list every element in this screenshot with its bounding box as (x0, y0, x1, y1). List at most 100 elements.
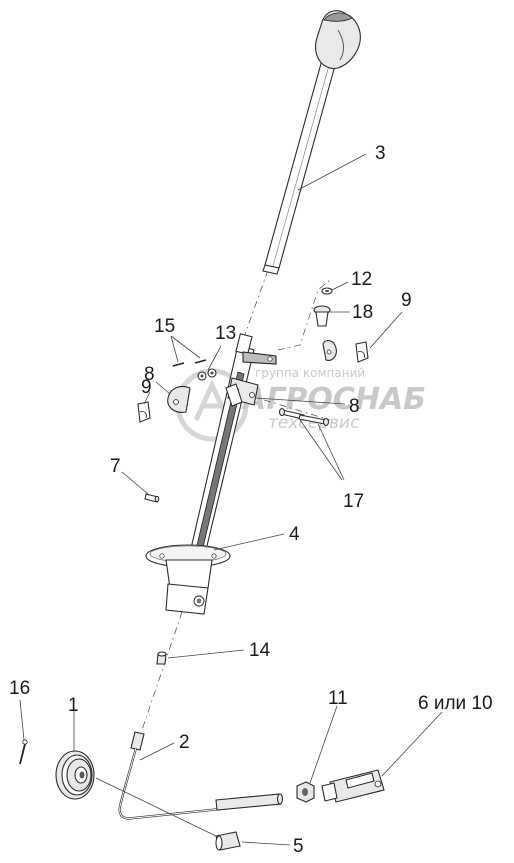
callout-7: 7 (110, 456, 121, 477)
fork-slot (345, 772, 375, 789)
part-6-or-10-fork (321, 769, 385, 803)
part-8-left-bracket (167, 385, 191, 413)
fork-shank (321, 782, 338, 802)
part-12-washer (321, 287, 333, 295)
washer-13-b-hole (210, 371, 214, 375)
part-8-right-bracket (225, 339, 337, 407)
callout-2: 2 (179, 732, 190, 753)
leader-9-left (143, 391, 151, 405)
handle-knob (314, 10, 361, 70)
part-7-pin (144, 493, 160, 503)
cap-5-end (215, 835, 223, 851)
leader-7 (121, 471, 149, 495)
leader-2 (139, 742, 175, 761)
watermark: группа компаний АГРОСНАБ техсервис (175, 366, 426, 442)
part-5-cap (215, 831, 241, 851)
part-1-pulley (55, 750, 95, 800)
assembly-axes (141, 269, 331, 731)
callout-12: 12 (351, 269, 372, 290)
watermark-line3: техсервис (268, 413, 360, 433)
pin-16-body (19, 743, 26, 765)
callout-14: 14 (249, 640, 271, 661)
callout-16: 16 (9, 678, 30, 699)
watermark-logo-mark (193, 378, 231, 422)
cable-end-fitting (130, 731, 145, 751)
leader-14 (167, 649, 245, 659)
part-13-washers (197, 368, 217, 381)
callout-18: 18 (352, 302, 373, 323)
callout-8-right: 8 (349, 396, 360, 417)
leader-15-b (170, 335, 201, 359)
callout-6-or-10: 6 или 10 (418, 693, 493, 714)
callout-9-left: 9 (141, 377, 152, 398)
cable-sleeve-end (276, 793, 284, 805)
pin-7-end (154, 495, 160, 503)
leader-17-a (299, 419, 343, 481)
base-skirt (165, 559, 213, 589)
pin-16-head (22, 739, 28, 745)
callout-1: 1 (68, 695, 79, 716)
bracket-8-right-arm (225, 383, 243, 407)
leader-3 (297, 153, 367, 191)
part-18-bushing (313, 305, 331, 327)
washer-13-a-hole (200, 374, 204, 378)
cable-line (118, 747, 231, 820)
handle-knob-cap (323, 12, 353, 22)
cable-sleeve (215, 793, 282, 811)
axis-bracket (277, 279, 331, 351)
callout-15: 15 (154, 316, 175, 337)
callout-11: 11 (328, 688, 348, 709)
callout-17: 17 (343, 491, 364, 512)
bracket-8-right-hole (326, 349, 332, 355)
bushing-18-body (315, 311, 329, 327)
leader-8-left (155, 381, 171, 395)
base-hole-right (211, 553, 217, 559)
pulley-bore (79, 771, 85, 779)
leader-cable-to-pulley (95, 777, 217, 837)
handle-shaft-highlight (272, 61, 331, 267)
part-3-lever-handle (262, 10, 361, 275)
callout-13: 13 (215, 323, 236, 344)
callout-9-right: 9 (401, 290, 412, 311)
leader-lines (19, 153, 443, 846)
part-9-left-latch (137, 401, 151, 423)
part-2-cable (118, 731, 284, 820)
leader-8-right (255, 397, 346, 405)
bushing-14-top (157, 651, 167, 657)
leader-6 (381, 711, 443, 777)
part-9-right-latch (355, 341, 369, 363)
washer-12-hole (325, 289, 329, 293)
leader-12 (331, 281, 349, 291)
callout-5: 5 (293, 836, 304, 857)
tube-top-block (235, 333, 253, 355)
axis-main (242, 269, 269, 341)
latch-9-right-notch (357, 351, 365, 359)
axis-right-bolts (247, 394, 331, 421)
clevis-hole-right (249, 392, 255, 398)
leader-17-b (317, 423, 345, 481)
socket-hole-inner (196, 598, 202, 604)
handle-knob-grip (337, 29, 345, 61)
callout-8-left: 8 (144, 364, 155, 385)
leader-15-a (170, 335, 179, 363)
tube-top-bracket (242, 351, 277, 365)
leader-16 (19, 699, 25, 741)
callout-labels: 3 12 18 9 15 13 8 9 8 17 7 4 14 16 1 11 … (9, 143, 493, 857)
leader-11 (309, 705, 338, 784)
part-17-bolts (278, 407, 330, 427)
leader-4 (213, 533, 285, 551)
lower-socket (165, 583, 209, 615)
cable-line-inner (119, 747, 231, 819)
watermark-line2: АГРОСНАБ (241, 382, 426, 417)
watermark-line1: группа компаний (255, 366, 365, 380)
callout-3: 3 (375, 143, 386, 164)
part-11-nut (296, 781, 315, 803)
leader-5 (241, 841, 291, 846)
bracket-8-left-hole (173, 399, 179, 405)
nut-11-hole (302, 788, 308, 796)
bracket-8-left-body (167, 385, 191, 413)
part-15-cotter-pins (172, 359, 207, 367)
handle-shaft-end (262, 264, 280, 275)
part-16-pin (19, 739, 28, 765)
